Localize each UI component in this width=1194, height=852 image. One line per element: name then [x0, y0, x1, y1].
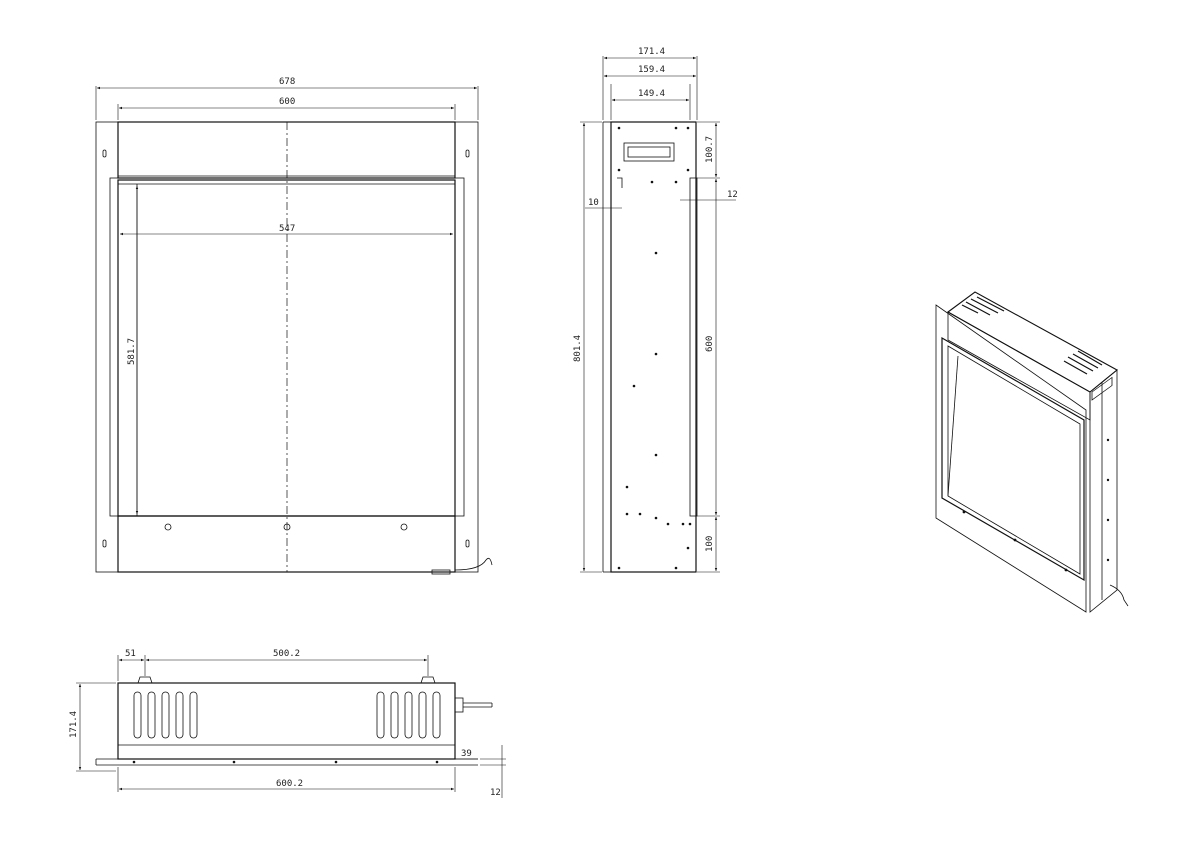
dim-depth-mid: 159.4: [638, 65, 665, 75]
dim-body-height: 600: [705, 336, 715, 352]
iso-side-face: [1089, 369, 1118, 613]
iso-cable: [1109, 584, 1129, 607]
dim-overall-height: 801.4: [573, 335, 583, 362]
screw-icon: [164, 523, 172, 531]
dim-depth-inner: 149.4: [638, 89, 665, 99]
dim-edge-offset: 51: [125, 649, 136, 659]
dim-flange-10: 10: [588, 198, 599, 208]
top-view: 51 500.2 171.4 39 600.2 12: [69, 649, 506, 798]
dim-top-width: 600.2: [276, 779, 303, 789]
dim-flange-12: 12: [727, 190, 738, 200]
top-cable-gland: [454, 697, 464, 713]
mounting-slot-icon: [465, 539, 470, 548]
iso-glass: [941, 336, 1085, 582]
mounting-slot-icon: [465, 149, 470, 158]
dim-top-offset: 100.7: [705, 136, 715, 163]
side-view: 171.4 159.4 149.4 100.7 12 10 600 100 80…: [573, 47, 738, 573]
front-view: 678 600 547 581.7: [95, 77, 493, 575]
dim-depth: 171.4: [69, 711, 79, 738]
side-rivets: [617, 126, 692, 570]
iso-vent-icon: [961, 296, 1103, 375]
power-cable: [454, 557, 493, 571]
dim-depth-total: 171.4: [638, 47, 665, 57]
iso-flange: [935, 304, 1087, 613]
front-bottom-panel: [117, 515, 456, 573]
dim-cable-offset: 39: [461, 749, 472, 759]
side-body: [610, 121, 697, 573]
top-vent-left: [133, 691, 198, 739]
dim-opening-height: 581.7: [127, 338, 137, 365]
mounting-slot-icon: [102, 149, 107, 158]
dim-vent-spacing: 500.2: [273, 649, 300, 659]
dim-overall-width: 678: [279, 77, 295, 87]
dim-inner-width: 600: [279, 97, 295, 107]
dim-bottom-offset: 100: [705, 536, 715, 552]
iso-top-face: [946, 291, 1118, 393]
mounting-slot-icon: [102, 539, 107, 548]
front-top-panel: [117, 121, 456, 179]
isometric-view: [935, 291, 1129, 613]
dim-opening-width: 547: [279, 224, 295, 234]
side-vent-icon: [623, 142, 675, 162]
screw-icon: [400, 523, 408, 531]
screw-icon: [283, 523, 291, 531]
dim-flange-thickness: 12: [490, 788, 501, 798]
top-vent-right: [376, 691, 441, 739]
